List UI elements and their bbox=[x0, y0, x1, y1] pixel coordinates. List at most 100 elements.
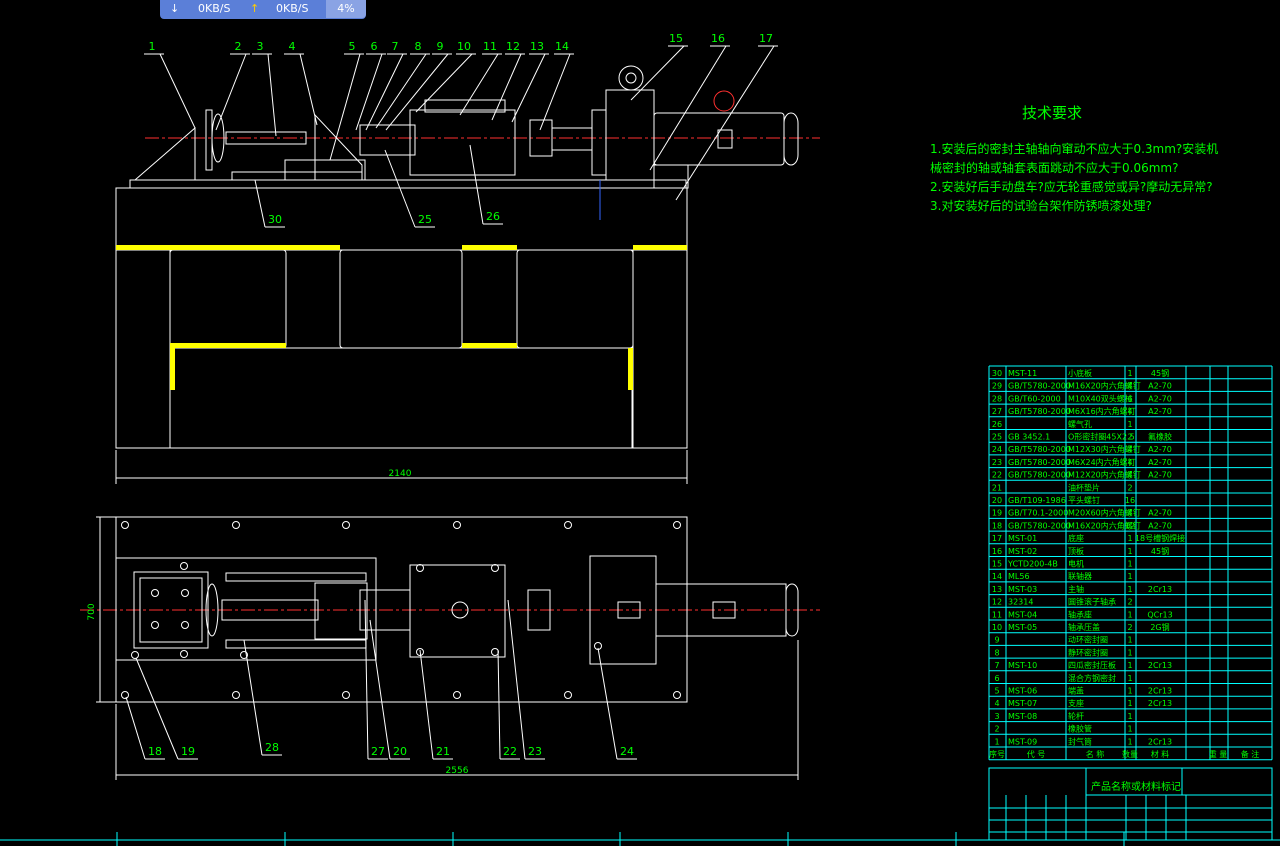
bom-cell: 4 bbox=[1127, 407, 1132, 416]
bom-cell: 1 bbox=[1127, 699, 1132, 708]
bom-cell: GB/T70.1-2000 bbox=[1008, 509, 1068, 518]
bom-cell: A2-70 bbox=[1148, 382, 1172, 391]
bom-cell: GB/T5780-2000 bbox=[1008, 445, 1071, 454]
bom-cell: 1 bbox=[1127, 560, 1132, 569]
bom-cell: 25 bbox=[992, 433, 1002, 442]
bom-cell: 26 bbox=[992, 420, 1002, 429]
bom-cell: 13 bbox=[992, 585, 1002, 594]
bom-cell: 轮杆 bbox=[1068, 711, 1084, 721]
bolt-hole bbox=[453, 521, 461, 529]
bom-cell: A2-70 bbox=[1148, 509, 1172, 518]
bolt-hole bbox=[181, 621, 189, 629]
front-view bbox=[115, 65, 820, 484]
bom-cell: M10X40双头螺柱 bbox=[1068, 393, 1133, 403]
bom-cell: 20 bbox=[992, 496, 1002, 505]
callout-label: 26 bbox=[486, 210, 500, 223]
bom-cell: 小底板 bbox=[1068, 368, 1092, 378]
bom-cell: 4 bbox=[994, 699, 999, 708]
bom-cell: GB/T5780-2000 bbox=[1008, 407, 1071, 416]
bolt-hole bbox=[240, 651, 248, 659]
bom-cell: 螺气孔 bbox=[1068, 419, 1092, 429]
bolt-hole bbox=[673, 521, 681, 529]
bom-cell: QCr13 bbox=[1147, 610, 1172, 619]
callout-label: 17 bbox=[759, 32, 773, 45]
bom-cell: A2-70 bbox=[1148, 458, 1172, 467]
bom-cell: 24 bbox=[992, 445, 1002, 454]
bom-cell: MST-06 bbox=[1008, 687, 1037, 696]
bom-cell: 32314 bbox=[1008, 598, 1033, 607]
bom-cell: MST-03 bbox=[1008, 585, 1037, 594]
bom-cell: M6X24内六角螺钉 bbox=[1068, 457, 1136, 467]
bom-cell: 4 bbox=[1127, 509, 1132, 518]
network-speed-widget[interactable]: ↓ 0KB/S ↑ 0KB/S 4% bbox=[160, 0, 366, 19]
callout-label: 28 bbox=[265, 741, 279, 754]
bom-cell: 21 bbox=[992, 483, 1002, 492]
callout-label: 10 bbox=[457, 40, 471, 53]
bom-cell: 8 bbox=[994, 648, 999, 657]
bom-cell: 3 bbox=[994, 712, 999, 721]
callout-label: 6 bbox=[371, 40, 378, 53]
bom-cell: 1 bbox=[1127, 725, 1132, 734]
bom-cell: GB/T5780-2000 bbox=[1008, 458, 1071, 467]
bom-cell: 1 bbox=[1127, 534, 1132, 543]
bom-cell: 12 bbox=[992, 598, 1002, 607]
callout-label: 11 bbox=[483, 40, 497, 53]
callout-label: 23 bbox=[528, 745, 542, 758]
bom-cell: M20X60内六角螺钉 bbox=[1068, 508, 1141, 518]
bom-cell: MST-07 bbox=[1008, 699, 1037, 708]
bom-cell: 2Cr13 bbox=[1148, 585, 1172, 594]
bom-cell: 15 bbox=[992, 560, 1002, 569]
bom-cell: 1 bbox=[1127, 369, 1132, 378]
bolt-hole bbox=[564, 691, 572, 699]
bom-cell: 23 bbox=[992, 458, 1002, 467]
bom-cell: YCTD200-4B bbox=[1007, 560, 1058, 569]
callout-label: 3 bbox=[257, 40, 264, 53]
bom-cell: GB/T109-1986 bbox=[1008, 496, 1066, 505]
bom-cell: 油杯垫片 bbox=[1068, 482, 1100, 492]
bom-cell: 18 bbox=[992, 521, 1002, 530]
bom-cell: 14 bbox=[992, 572, 1002, 581]
callout-label: 7 bbox=[392, 40, 399, 53]
bom-cell: 1 bbox=[1127, 547, 1132, 556]
bom-cell: 2 bbox=[1127, 623, 1132, 632]
bom-cell: 16 bbox=[992, 547, 1002, 556]
bom-cell: 2 bbox=[1127, 598, 1132, 607]
bom-cell: 2Cr13 bbox=[1148, 687, 1172, 696]
bom-cell: 端盖 bbox=[1068, 686, 1084, 696]
cpu-percent: 4% bbox=[326, 0, 366, 18]
bom-cell: 主轴 bbox=[1068, 584, 1084, 594]
bom-cell: 1 bbox=[1127, 636, 1132, 645]
top-height-dim: 700 bbox=[87, 603, 97, 620]
bom-header-cell: 名 称 bbox=[1086, 749, 1105, 759]
bom-cell: 2Cr13 bbox=[1148, 737, 1172, 746]
bom-cell: 16 bbox=[1125, 496, 1135, 505]
bom-cell: 底座 bbox=[1068, 533, 1084, 543]
bom-cell: A2-70 bbox=[1148, 521, 1172, 530]
bom-cell: M6X16内六角螺钉 bbox=[1068, 406, 1136, 416]
bom-cell: 平头螺钉 bbox=[1068, 495, 1100, 505]
bolt-hole bbox=[416, 648, 424, 656]
bom-cell: 1 bbox=[1127, 585, 1132, 594]
base-beam bbox=[115, 187, 688, 251]
bom-header-cell: 代 号 bbox=[1027, 749, 1046, 759]
bom-cell: GB/T5780-2000 bbox=[1008, 471, 1071, 480]
bom-cell: 2G钢 bbox=[1150, 622, 1169, 632]
bom-cell: 4 bbox=[1127, 445, 1132, 454]
tech-req-line: 2.安装好后手动盘车?应无轮重感觉或异?摩动无异常? bbox=[930, 180, 1213, 194]
top-view bbox=[80, 516, 820, 780]
callout-label: 22 bbox=[503, 745, 517, 758]
bom-cell: 17 bbox=[992, 534, 1002, 543]
bom-cell: 6 bbox=[994, 674, 999, 683]
bom-cell: 氟橡胶 bbox=[1148, 432, 1172, 442]
bom-cell: 封气筒 bbox=[1068, 736, 1092, 746]
bom-table-grid bbox=[988, 365, 1273, 841]
callout-label: 9 bbox=[437, 40, 444, 53]
bom-cell: A2-70 bbox=[1148, 445, 1172, 454]
upload-speed: 0KB/S bbox=[276, 2, 309, 15]
bom-cell: 9 bbox=[994, 636, 999, 645]
callout-label: 12 bbox=[506, 40, 520, 53]
callout-label: 20 bbox=[393, 745, 407, 758]
bom-cell: M16X20内六角螺钉 bbox=[1068, 381, 1141, 391]
